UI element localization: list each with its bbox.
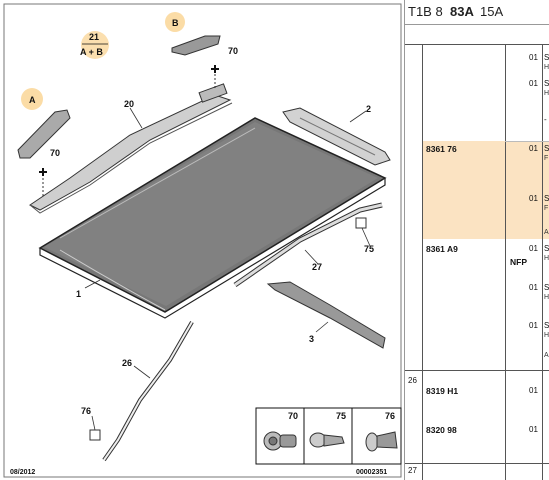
callout-1: 1: [76, 289, 81, 299]
callout-27: 27: [312, 262, 322, 272]
callout-75: 75: [364, 244, 374, 254]
row-line2: H: [544, 294, 549, 301]
callout-20: 20: [124, 99, 134, 109]
footer-date: 08/2012: [10, 469, 35, 476]
callout-26: 26: [122, 358, 132, 368]
label-a-highlight: [21, 88, 43, 110]
callout-21: 21: [89, 32, 99, 42]
qty: 01: [529, 194, 538, 203]
qty: 01: [529, 283, 538, 292]
code-suffix: 15A: [480, 4, 504, 19]
group-number-27: 27: [408, 466, 417, 475]
title-bar: T1B 8 83A 15A: [404, 0, 549, 24]
callout-21-highlight: [81, 31, 109, 59]
qty: 01: [529, 53, 538, 62]
footer-code: 00002351: [356, 469, 387, 476]
qty: 01: [529, 79, 538, 88]
exploded-view-drawing: 21 A + B B A 70 20 2 70 1 75 27 3 26 76 …: [3, 3, 402, 478]
row-line2: H: [544, 64, 549, 71]
callout-76: 76: [81, 406, 91, 416]
callout-3: 3: [309, 334, 314, 344]
legend-76: 76: [385, 411, 395, 421]
label-a: A: [29, 95, 36, 105]
clip-76-icon: [365, 431, 398, 452]
rear-crossmember[interactable]: [282, 107, 391, 166]
row-letter: S: [544, 283, 549, 292]
pillar-strip-26[interactable]: [102, 320, 194, 462]
qty: 01: [529, 425, 538, 434]
callout-21-sub: A + B: [80, 47, 103, 57]
row-letter: -: [544, 115, 547, 124]
part-ref-8361-76[interactable]: 8361 76: [426, 144, 457, 154]
clip-symbol-76: [89, 429, 101, 441]
clip-symbol-75: [355, 217, 367, 229]
row-letter: S: [544, 144, 549, 153]
code-prefix: T1B 8: [408, 4, 443, 19]
row-letter: S: [544, 194, 549, 203]
end-cap-b[interactable]: [171, 35, 221, 56]
nfp-badge: NFP: [510, 257, 527, 267]
seal-strip-27[interactable]: [233, 202, 383, 288]
parts-list-panel: T1B 8 83A 15A 01 S H 01 S H - 8361 76 01…: [404, 0, 549, 480]
left-roof-rail[interactable]: [29, 83, 233, 214]
callout-70-top: 70: [228, 46, 238, 56]
fastener-legend: 70 75 76: [255, 407, 402, 465]
trim-strip-3[interactable]: [266, 281, 386, 349]
callout-70-left: 70: [50, 148, 60, 158]
part-ref-8320-98[interactable]: 8320 98: [426, 425, 457, 435]
row-line2: F: [544, 205, 549, 212]
part-ref-8319-h1[interactable]: 8319 H1: [426, 386, 459, 396]
row-letter: S: [544, 79, 549, 88]
row-line2: H: [544, 90, 549, 97]
end-cap-a[interactable]: [17, 109, 71, 159]
row-line2: H: [544, 332, 549, 339]
row-letter: A: [544, 352, 549, 359]
label-b-highlight: [165, 12, 185, 32]
roof-panel[interactable]: [38, 117, 387, 319]
legend-75: 75: [336, 411, 346, 421]
part-ref-8361-a9[interactable]: 8361 A9: [426, 244, 458, 254]
diagram-frame: [3, 3, 402, 478]
row-line2: F: [544, 155, 549, 162]
parts-diagram: 21 A + B B A 70 20 2 70 1 75 27 3 26 76 …: [3, 3, 402, 478]
clip-symbol-70-top: [211, 65, 219, 90]
qty: 01: [529, 386, 538, 395]
row-letter: A: [544, 229, 549, 236]
selected-row-highlight: [422, 141, 549, 239]
row-line2: H: [544, 255, 549, 262]
row-letter: S: [544, 321, 549, 330]
qty: 01: [529, 244, 538, 253]
row-letter: S: [544, 244, 549, 253]
clip-75-icon: [309, 432, 345, 448]
qty: 01: [529, 144, 538, 153]
callout-2: 2: [366, 104, 371, 114]
row-letter: S: [544, 53, 549, 62]
leader-lines: [84, 107, 371, 431]
code-main: 83A: [450, 4, 474, 19]
qty: 01: [529, 321, 538, 330]
clip-70-icon: [263, 431, 297, 451]
group-number-26: 26: [408, 376, 417, 385]
legend-70: 70: [288, 411, 298, 421]
label-b: B: [172, 18, 179, 28]
clip-symbol-70-left: [39, 168, 47, 196]
